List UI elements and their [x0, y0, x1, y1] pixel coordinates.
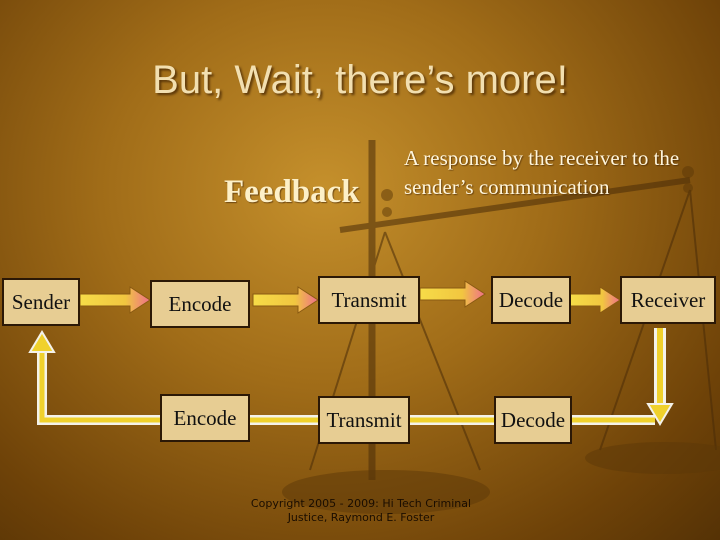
copyright-line-1: Copyright 2005 - 2009: Hi Tech Criminal — [250, 497, 472, 510]
box-decode-top: Decode — [491, 276, 571, 324]
box-encode-bottom: Encode — [160, 394, 250, 442]
copyright-line-2: Justice, Raymond E. Foster — [287, 511, 435, 524]
box-encode-top: Encode — [150, 280, 250, 328]
flow-arrow-encode-transmit — [252, 286, 319, 314]
box-transmit-top: Transmit — [318, 276, 420, 324]
box-sender: Sender — [2, 278, 80, 326]
box-receiver: Receiver — [620, 276, 716, 324]
feedback-label: Feedback — [224, 174, 360, 210]
flow-arrow-transmit-decode — [419, 280, 486, 308]
feedback-loop — [28, 328, 674, 426]
slide-title: But, Wait, there’s more! — [152, 58, 568, 102]
box-decode-bottom: Decode — [494, 396, 572, 444]
copyright-notice: Copyright 2005 - 2009: Hi Tech Criminal … — [236, 497, 486, 525]
box-transmit-bottom: Transmit — [318, 396, 410, 444]
feedback-description: A response by the receiver to the sender… — [404, 146, 680, 199]
flow-arrow-decode-receiver — [569, 286, 621, 314]
flow-arrow-sender-encode — [79, 286, 151, 314]
